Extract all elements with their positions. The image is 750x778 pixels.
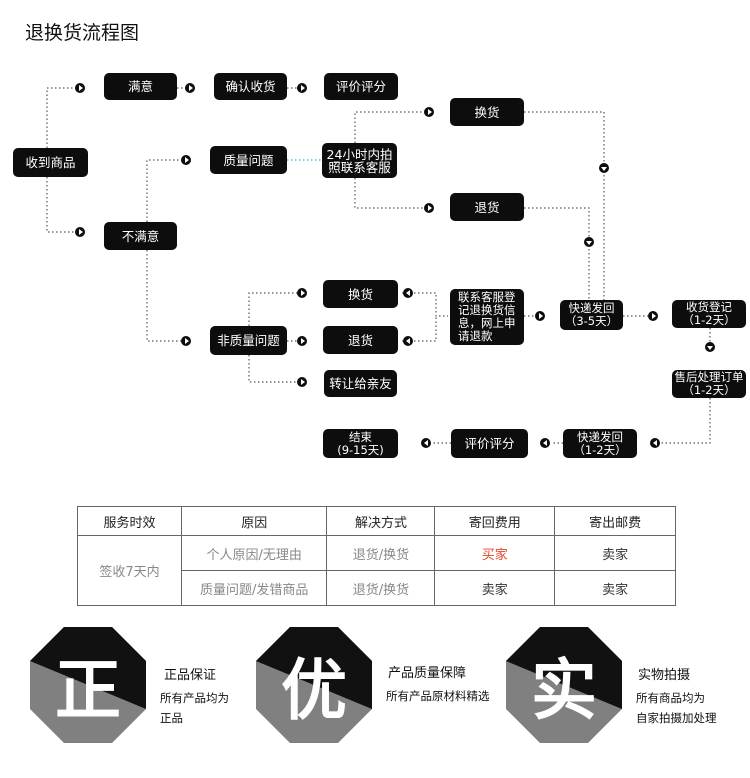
node-photo-contact: 24小时内拍 照联系客服 [322, 143, 397, 178]
node-receipt-register: 收货登记 （1-2天） [672, 300, 746, 328]
arrow-left-icon [403, 288, 413, 298]
arrow-right-icon [297, 83, 307, 93]
solution-cell: 退货/换货 [326, 535, 436, 571]
flow-connectors [46, 87, 711, 444]
node-receive: 收到商品 [13, 148, 88, 177]
badge-genuine: 正 [30, 627, 146, 747]
octagon-badge-icon [256, 627, 372, 743]
arrow-down-icon [705, 342, 715, 352]
node-confirm-receipt: 确认收货 [214, 73, 287, 100]
node-end: 结束 (9-15天) [323, 429, 398, 458]
ship-fee-cell: 卖家 [554, 535, 676, 571]
badge-char: 优 [281, 651, 347, 729]
arrow-right-icon [181, 155, 191, 165]
octagon-badge-icon [506, 627, 622, 743]
badge-real-photo: 实 [506, 627, 622, 747]
node-satisfied: 满意 [104, 73, 177, 100]
connector-receive-satisfied [46, 87, 80, 148]
arrow-left-icon [403, 336, 413, 346]
table-header: 寄出邮费 [554, 506, 676, 536]
arrow-down-icon [584, 237, 594, 247]
badge-char: 实 [531, 651, 597, 729]
table-header: 原因 [180, 506, 328, 536]
table-row: 签收7天内 个人原因/无理由 退货/换货 买家 卖家 [77, 535, 676, 606]
badge-desc: 所有产品均为 正品 [160, 691, 229, 725]
connector-unsatisfied-quality [146, 159, 185, 222]
arrow-left-icon [650, 438, 660, 448]
badge-title: 正品保证 [164, 668, 217, 683]
connector-refund-down [524, 207, 590, 237]
ship-fee-cell: 卖家 [554, 570, 676, 606]
arrow-right-icon [75, 83, 85, 93]
connector-exchange2-register [402, 292, 448, 317]
arrow-right-icon [185, 83, 195, 93]
reason-cell: 质量问题/发错商品 [180, 570, 328, 606]
table-header: 解决方式 [326, 506, 436, 536]
badge-desc: 所有产品原材料精选 [386, 689, 490, 703]
arrow-right-icon [297, 377, 307, 387]
node-rate-2: 评价评分 [451, 429, 528, 458]
node-exchange: 换货 [450, 98, 524, 126]
table-header-row: 服务时效 原因 解决方式 寄回费用 寄出邮费 [77, 506, 676, 536]
arrow-right-icon [181, 336, 191, 346]
arrow-right-icon [424, 107, 434, 117]
node-refund: 退货 [450, 193, 524, 221]
node-ship-back: 快递发回 （3-5天） [560, 300, 623, 330]
badge-quality: 优 [256, 627, 372, 747]
octagon-badge-icon [30, 627, 146, 743]
badge-desc: 所有商品均为 自家拍摄加处理 [636, 691, 717, 725]
arrow-right-icon [648, 311, 658, 321]
table-header: 服务时效 [77, 506, 182, 536]
connector-photo-refund [354, 178, 425, 209]
node-transfer: 转让给亲友 [324, 370, 397, 397]
service-time-cell: 签收7天内 [77, 535, 182, 606]
connector-receive-unsatisfied [46, 177, 80, 233]
node-refund-2: 退货 [323, 326, 398, 354]
node-after-sales: 售后处理订单 （1-2天） [672, 370, 746, 398]
badge-title: 实物拍摄 [638, 668, 691, 683]
node-non-quality-issue: 非质量问题 [210, 326, 287, 355]
connector-nonquality-exchange [248, 292, 298, 326]
arrow-left-icon [421, 438, 431, 448]
table-header: 寄回费用 [434, 506, 556, 536]
node-register-info: 联系客服登 记退换货信 息，网上申 请退款 [450, 289, 524, 345]
arrow-right-icon [424, 203, 434, 213]
arrow-right-icon [75, 227, 85, 237]
arrow-left-icon [540, 438, 550, 448]
arrow-right-icon [297, 336, 307, 346]
node-ship-return: 快递发回 （1-2天） [563, 429, 637, 458]
policy-table: 服务时效 原因 解决方式 寄回费用 寄出邮费 签收7天内 个人原因/无理由 退货… [77, 506, 676, 606]
connector-unsatisfied-nonquality [146, 250, 185, 342]
return-fee-cell: 买家 [434, 535, 556, 571]
connector-photo-exchange [354, 111, 425, 143]
page-title: 退换货流程图 [25, 22, 140, 44]
arrow-right-icon [535, 311, 545, 321]
badge-char: 正 [55, 651, 121, 729]
connector-nonquality-transfer [248, 355, 298, 383]
node-exchange-2: 换货 [323, 280, 398, 308]
connector-aftersales-return [660, 398, 711, 444]
reason-cell: 个人原因/无理由 [180, 535, 328, 571]
node-rate: 评价评分 [324, 73, 398, 100]
arrow-down-icon [599, 163, 609, 173]
arrow-right-icon [297, 288, 307, 298]
solution-cell: 退货/换货 [326, 570, 436, 606]
connector-exchange-down [524, 111, 605, 163]
node-quality-issue: 质量问题 [210, 146, 287, 174]
node-unsatisfied: 不满意 [104, 222, 177, 250]
return-fee-cell: 卖家 [434, 570, 556, 606]
badge-title: 产品质量保障 [388, 666, 467, 681]
table-row: 质量问题/发错商品 退货/换货 卖家 卖家 [78, 570, 676, 606]
